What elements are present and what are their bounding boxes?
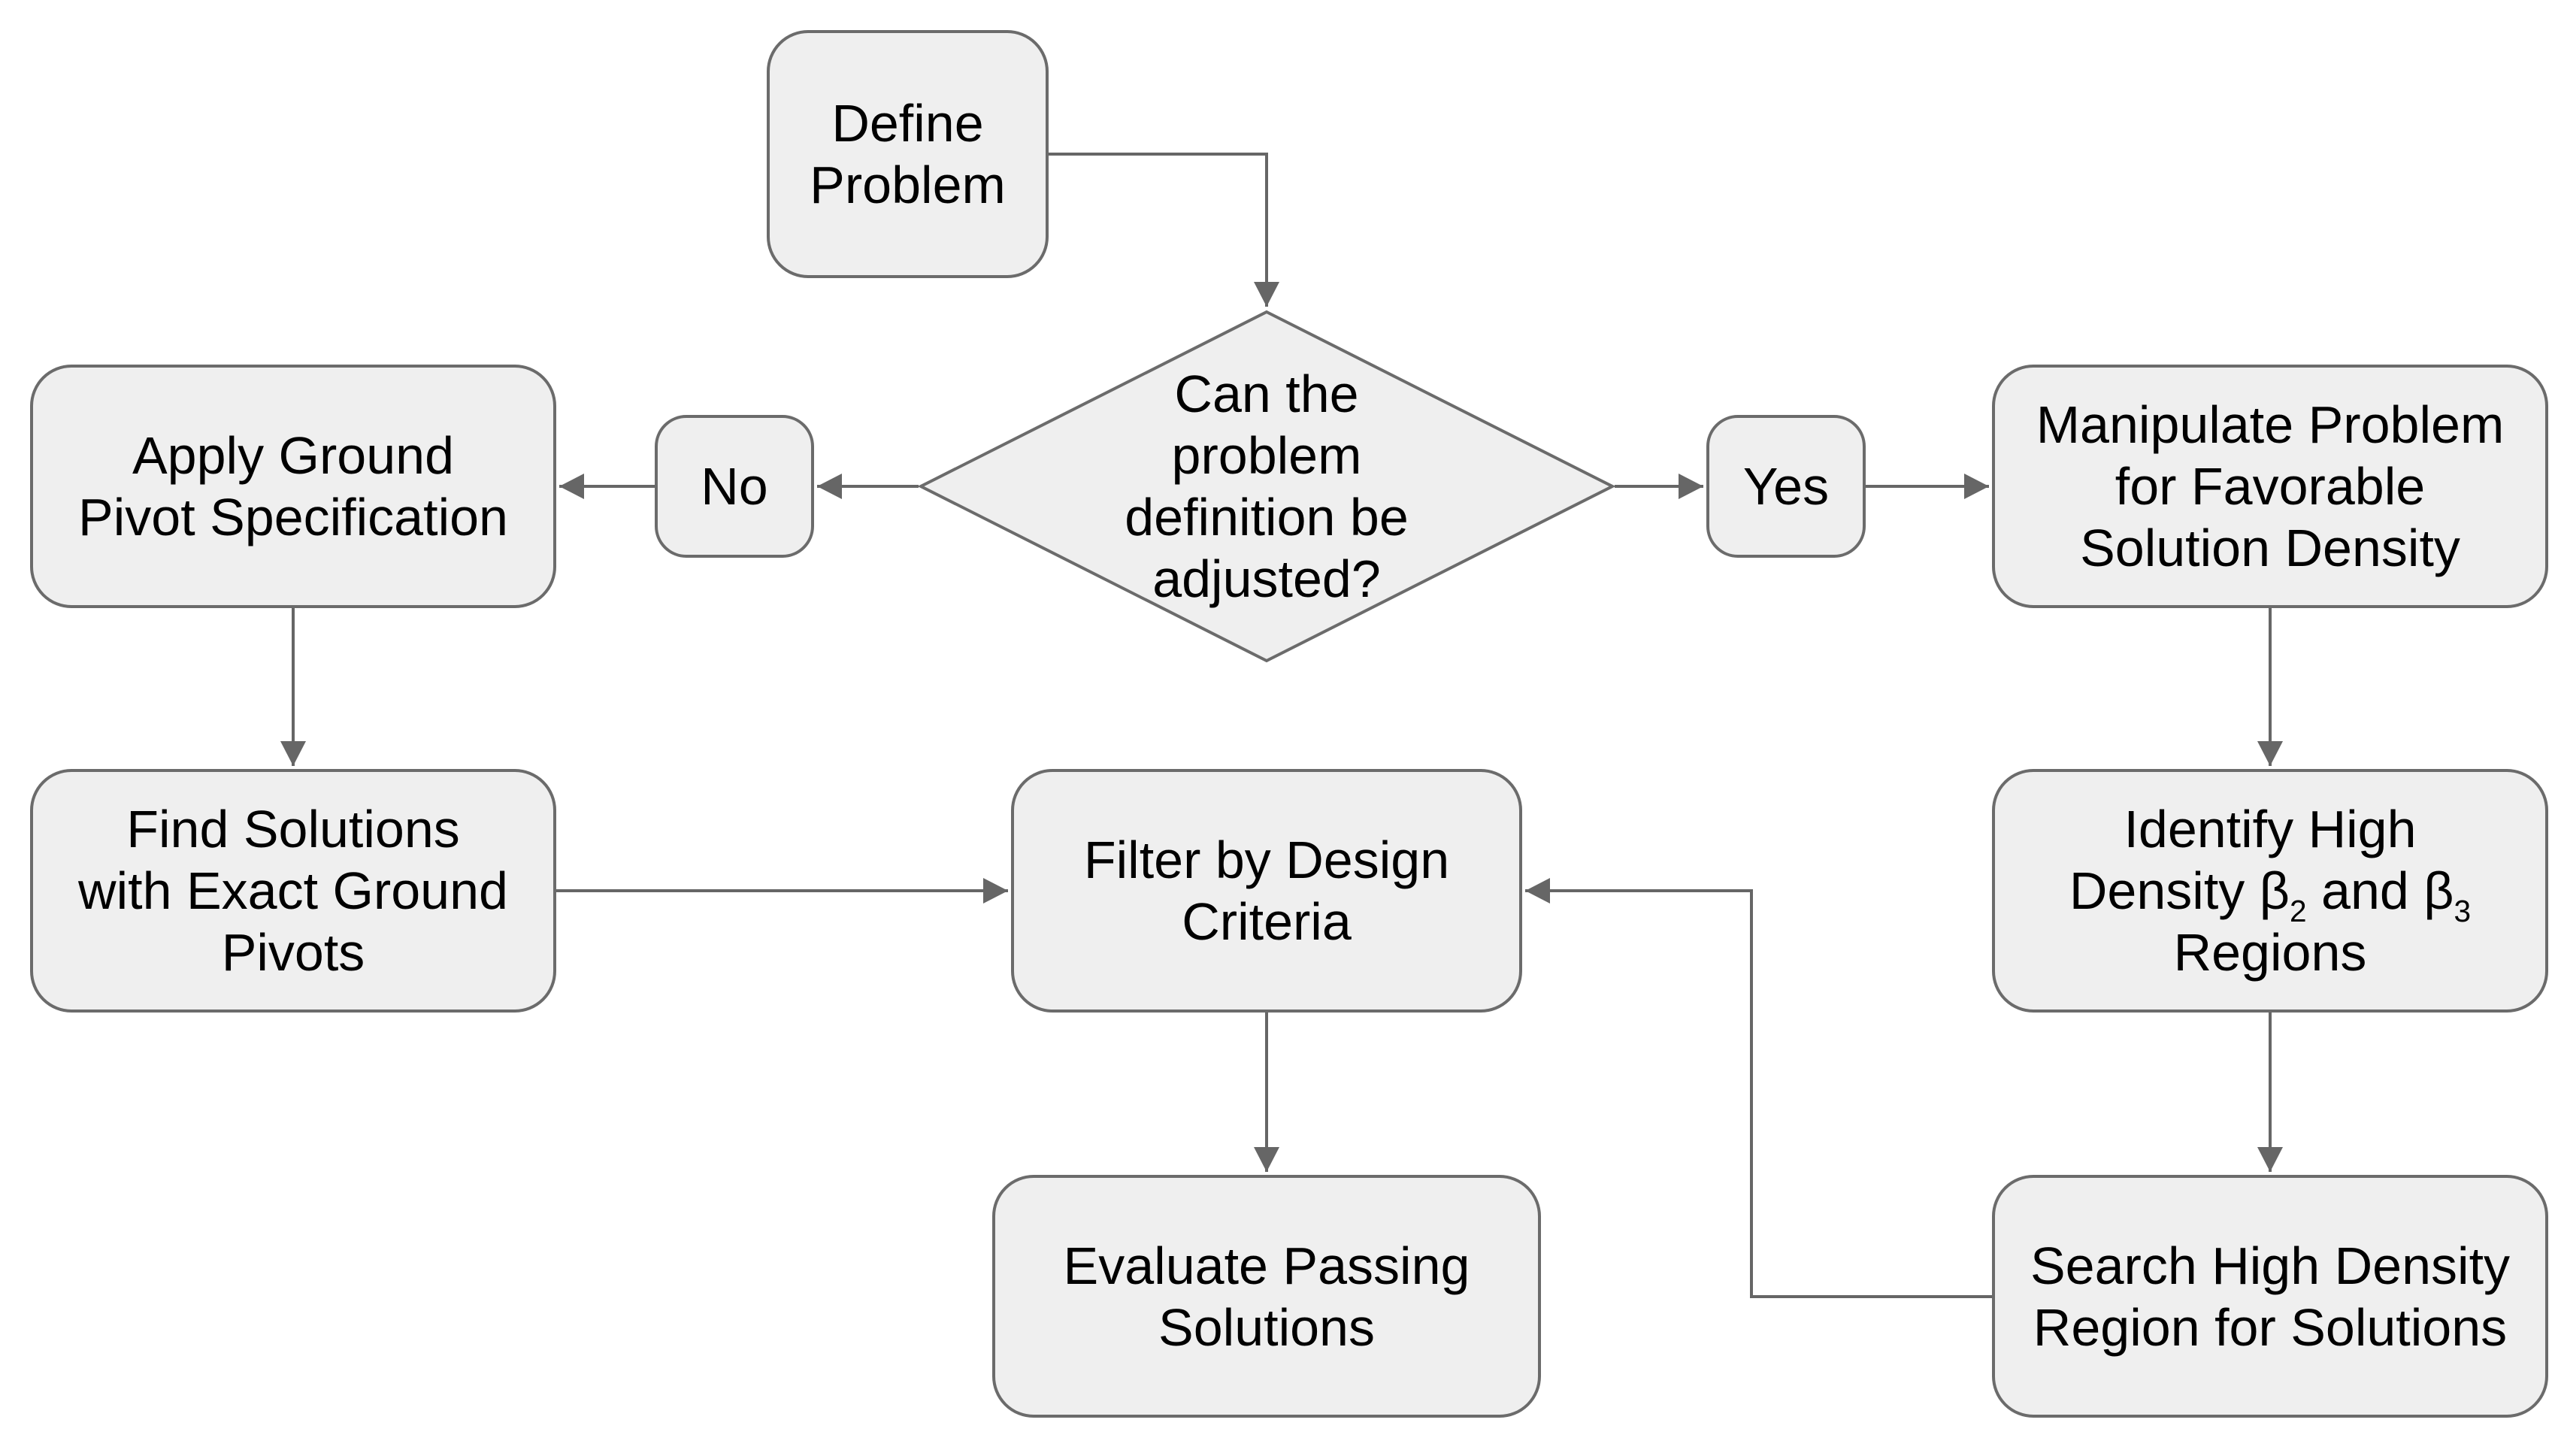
node-branch-yes: Yes <box>1706 415 1866 558</box>
node-label-line: Criteria <box>1182 892 1352 951</box>
node-filter-by-design-criteria: Filter by Design Criteria <box>1011 769 1522 1013</box>
label-text: Density β <box>2069 861 2290 920</box>
node-label-line: Search High Density <box>2030 1236 2511 1295</box>
node-label-line: Yes <box>1742 457 1830 516</box>
node-label-line: Apply Ground <box>132 426 455 485</box>
node-find-solutions-with-exact-ground-pivots: Find Solutions with Exact Ground Pivots <box>30 769 556 1013</box>
edge-define-problem-to-decision <box>1049 153 1279 307</box>
decision-diamond-shape <box>919 310 1615 663</box>
node-identify-high-density-beta-regions: Identify High Density β2 and β3 Regions <box>1992 769 2548 1013</box>
node-label-line: Regions <box>2173 923 2367 982</box>
node-label-line: Solution Density <box>2080 519 2460 577</box>
node-label-line: problem <box>1171 426 1362 485</box>
edge-search-to-filter <box>1525 878 1992 1298</box>
node-search-high-density-region-for-solutions: Search High Density Region for Solutions <box>1992 1175 2548 1418</box>
node-label-line-with-subscripts: Density β2 and β3 <box>2069 860 2471 926</box>
beta-2-subscript: 2 <box>2290 894 2307 929</box>
node-label-line: No <box>701 457 768 516</box>
node-manipulate-problem-for-favorable-solution-density: Manipulate Problem for Favorable Solutio… <box>1992 365 2548 608</box>
node-evaluate-passing-solutions: Evaluate Passing Solutions <box>992 1175 1541 1418</box>
node-define-problem: Define Problem <box>767 30 1049 278</box>
node-label-line: for Favorable <box>2115 457 2426 516</box>
node-label-line: Identify High <box>2124 800 2417 858</box>
label-text: and β <box>2306 861 2454 920</box>
node-label-line: Solutions <box>1158 1297 1375 1357</box>
node-label-line: Problem <box>810 156 1006 214</box>
node-label-line: Manipulate Problem <box>2036 395 2505 454</box>
node-label-line: Evaluate Passing <box>1063 1236 1470 1295</box>
node-label-line: definition be <box>1125 488 1409 546</box>
node-apply-ground-pivot-specification: Apply Ground Pivot Specification <box>30 365 556 608</box>
node-label-line: Pivots <box>221 923 365 982</box>
node-label-line: Filter by Design <box>1083 831 1450 889</box>
beta-3-subscript: 3 <box>2454 894 2472 929</box>
node-label-line: Pivot Specification <box>78 488 508 546</box>
node-branch-no: No <box>655 415 814 558</box>
node-label-line: Define <box>831 94 984 153</box>
node-label-line: Can the <box>1174 365 1359 423</box>
node-label-line: with Exact Ground <box>78 861 508 920</box>
node-label-line: adjusted? <box>1152 549 1381 608</box>
node-label-line: Region for Solutions <box>2033 1297 2508 1357</box>
node-label-line: Find Solutions <box>126 800 460 858</box>
decision-label: Can the problem definition be adjusted? <box>1125 363 1409 610</box>
node-decision-can-definition-be-adjusted: Can the problem definition be adjusted? <box>919 310 1615 663</box>
